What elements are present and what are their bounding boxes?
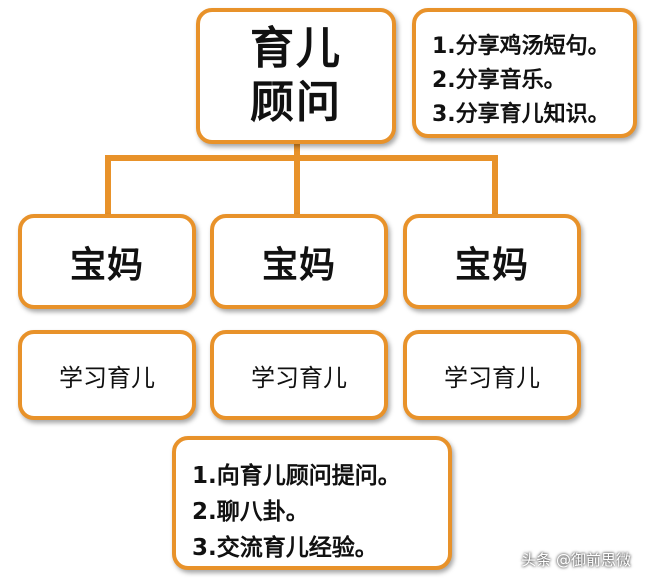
mom-label-3: 宝妈 [454,244,529,286]
root-title: 育儿 顾问 [250,22,342,130]
mom-label-2: 宝妈 [261,244,336,286]
learn-node-2: 学习育儿 [210,330,388,420]
mom-label-1: 宝妈 [69,244,144,286]
connector-horizontal-bar [105,155,498,161]
connector-middle-down [294,155,300,217]
advisor-activity-3: 3.分享育儿知识。 [432,102,610,127]
mom-activity-2: 2.聊八卦。 [192,499,309,525]
advisor-activities-note: 1.分享鸡汤短句。 2.分享音乐。 3.分享育儿知识。 [412,8,637,138]
learn-label-1: 学习育儿 [59,363,155,392]
learn-node-3: 学习育儿 [403,330,581,420]
connector-right-down [492,155,498,217]
mom-node-1: 宝妈 [18,214,196,309]
connector-left-down [105,155,111,217]
connector-root-down [294,144,300,162]
root-node-parenting-advisor: 育儿 顾问 [196,8,396,144]
root-title-line-2: 顾问 [250,77,342,128]
learn-label-2: 学习育儿 [251,363,347,392]
watermark: 头条 @御前思微 [521,551,631,569]
mom-activities-note: 1.向育儿顾问提问。 2.聊八卦。 3.交流育儿经验。 [172,436,452,570]
advisor-activity-2: 2.分享音乐。 [432,68,566,93]
mom-node-2: 宝妈 [210,214,388,309]
mom-node-3: 宝妈 [403,214,581,309]
learn-label-3: 学习育儿 [444,363,540,392]
learn-node-1: 学习育儿 [18,330,196,420]
advisor-activity-1: 1.分享鸡汤短句。 [432,34,610,59]
mom-activity-1: 1.向育儿顾问提问。 [192,463,401,489]
mom-activity-3: 3.交流育儿经验。 [192,535,378,561]
root-title-line-1: 育儿 [250,23,342,74]
